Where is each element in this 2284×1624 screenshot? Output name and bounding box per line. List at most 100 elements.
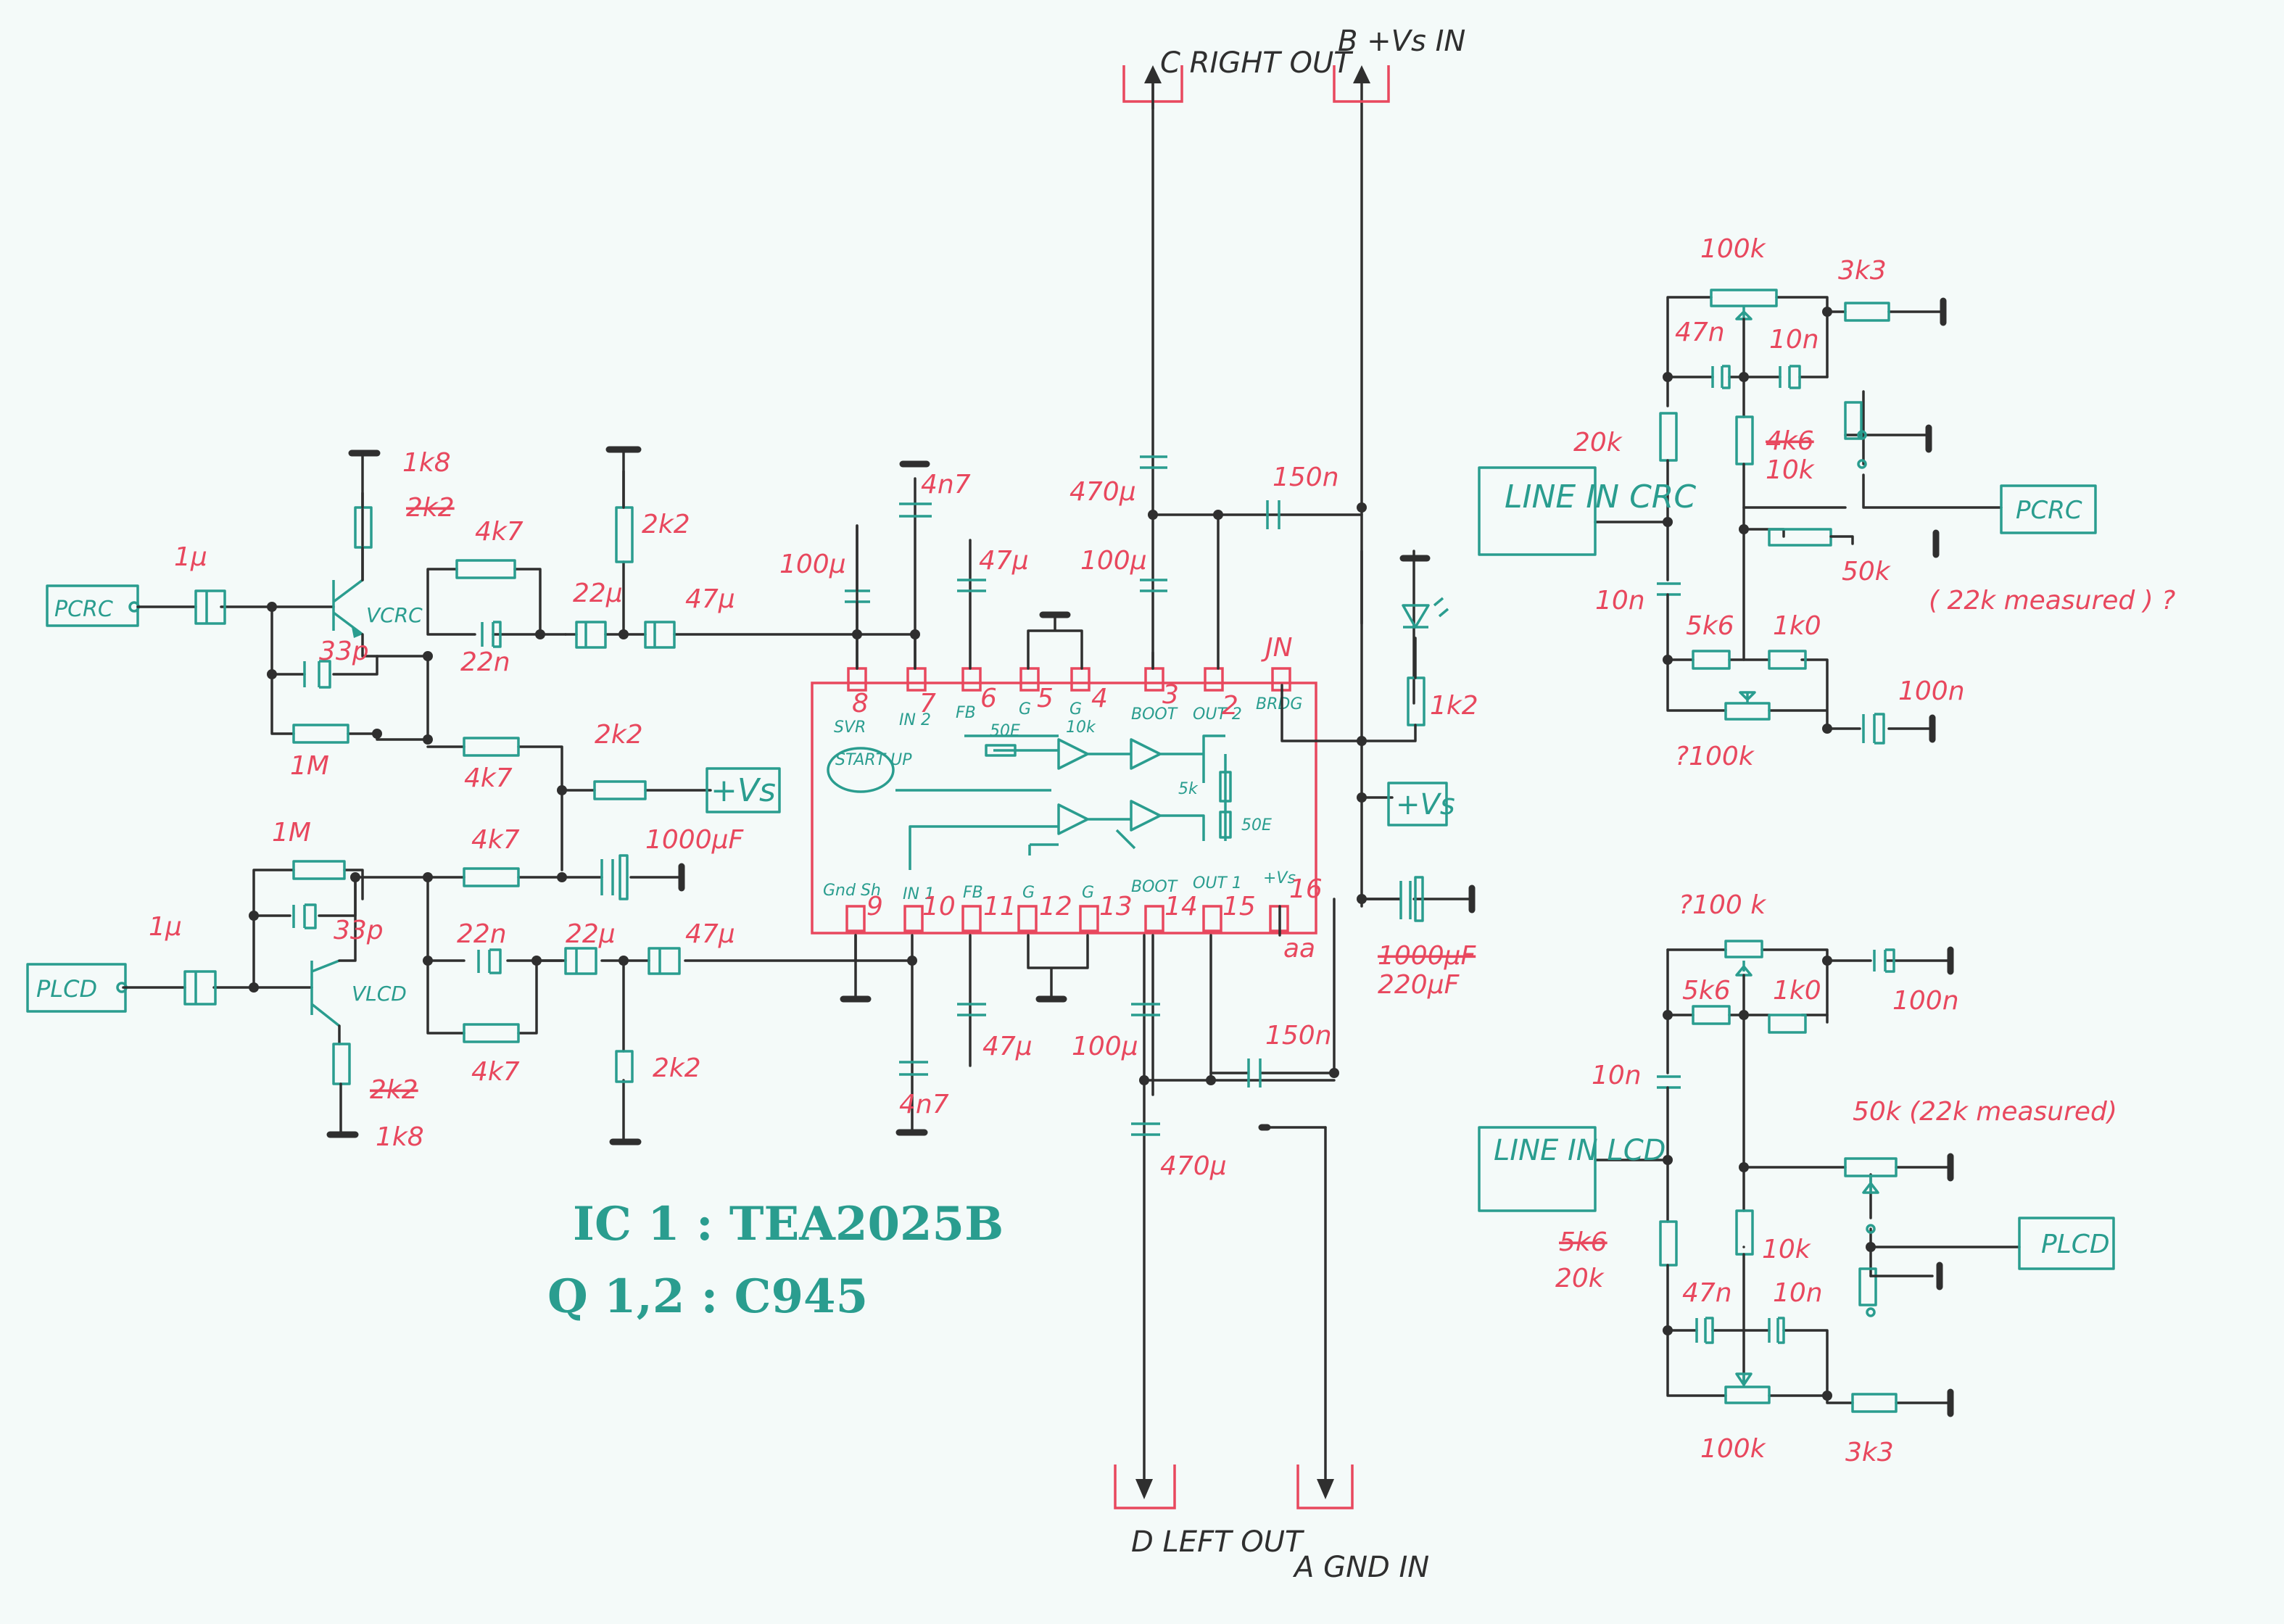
vs-label-left: +Vs (711, 772, 776, 809)
coupling-1u-left-label: 1µ (149, 912, 182, 942)
c-100n-left-label: 100n (1892, 986, 1959, 1016)
vs-box-right (1387, 782, 1448, 826)
bias-resistor-2k2-right (615, 506, 634, 563)
plcd-output-label[interactable]: PLCD (2041, 1230, 2110, 1259)
right-preamp (46, 446, 917, 871)
c47u-left-label: 47µ (685, 919, 735, 949)
transistor-right-label: VCRC (366, 603, 423, 627)
supply-resistor-2k2 (593, 780, 647, 800)
r2-left-label: 4k7 (471, 1057, 520, 1087)
pot-100k-top-right-label: 100k (1700, 234, 1767, 264)
collector-r-old-right: 2k2 (406, 493, 455, 523)
transistor-left-label: VLCD (352, 982, 407, 1006)
junction-dot (1213, 510, 1223, 520)
cap-47u-left (647, 947, 681, 975)
pin-num-10: 10 (922, 892, 956, 921)
line-in-lcd-label[interactable]: LINE IN LCD (1494, 1134, 1666, 1167)
tone-leads (1742, 506, 1847, 1248)
connector-b-label: B +Vs IN (1338, 25, 1465, 58)
plcd-input-label[interactable]: PLCD (36, 975, 97, 1003)
vs-box-left (706, 767, 781, 813)
line-in-crc-label[interactable]: LINE IN CRC (1505, 478, 1696, 515)
pot-100k-top-left (1724, 940, 1763, 958)
pin-label-in1: IN 1 (903, 885, 935, 903)
coupling-cap-1u-left (183, 970, 217, 1006)
pin-num-2: 2 (1222, 691, 1238, 721)
coupling4-right-label: 47µ (685, 584, 735, 614)
r-4k7-left-top (463, 867, 520, 887)
supply-cap-label: 1000µF (645, 825, 745, 855)
start-up-block (827, 747, 895, 793)
ic-internal-r-10k-label: 10k (1066, 718, 1096, 737)
ic-top-pins (847, 667, 1291, 692)
switch-left[interactable] (1858, 1267, 1877, 1306)
ic-title: IC 1 : TEA2025B (573, 1197, 1004, 1251)
pin-label-out2: OUT 2 (1193, 705, 1242, 724)
junction-dot (1139, 1075, 1149, 1085)
out-top-cap-label: 470µ (1069, 477, 1136, 507)
pin-label-fb-top: FB (956, 704, 976, 722)
main-cap-new-label: 220µF (1378, 970, 1460, 1000)
connector-a[interactable] (1296, 1464, 1354, 1509)
fb-top-cap-label: 47µ (979, 546, 1029, 576)
r-5k6-right-label: 5k6 (1686, 611, 1734, 641)
cap-22u-right (575, 621, 607, 649)
out-bot-cap-label: 470µ (1160, 1151, 1227, 1181)
c22n-left-label: 22n (457, 919, 507, 949)
in1-cap-label: 4n7 (899, 1090, 949, 1119)
snubber-top-label: 150n (1273, 463, 1339, 492)
connector-b[interactable] (1333, 65, 1390, 103)
measured-right-note: ( 22k measured ) ? (1929, 586, 2175, 616)
connector-a-label: A GND IN (1292, 1551, 1429, 1584)
vs-label-right: +Vs (1396, 788, 1455, 821)
pot-50k-left-label: 50k (22k measured) (1853, 1097, 2117, 1127)
junction-dot (1148, 510, 1158, 520)
feedback-r-right-label: 4k7 (475, 517, 524, 547)
line-in-crc-box[interactable] (1478, 466, 1597, 556)
ic-internal-r-5k-label: 5k (1178, 780, 1199, 798)
pin-label-g12: G (1022, 884, 1035, 902)
pin-label-g13: G (1082, 884, 1094, 902)
cap-22u-left (564, 947, 597, 975)
pin-num-8: 8 (852, 689, 869, 718)
pin-label-boot-top: BOOT (1131, 705, 1178, 724)
in2-cap-label: 4n7 (921, 470, 971, 500)
collector-r-old-left: 2k2 (370, 1075, 418, 1105)
line-in-lcd-box[interactable] (1478, 1126, 1597, 1212)
pin-label-out1: OUT 1 (1193, 874, 1242, 892)
r-4k7-left-bottom (463, 1023, 520, 1043)
r-10k-right-old-label: 4k6 (1766, 426, 1814, 456)
ic-internal-r-50e-b-label: 50E (1241, 816, 1272, 834)
feedback-resistor-4k7-right (455, 559, 516, 579)
plcd-output-box[interactable] (2018, 1217, 2115, 1270)
pin-label-gndsh: Gnd Sh (823, 882, 881, 900)
r-1k0-right (1768, 650, 1807, 670)
connector-c[interactable] (1122, 65, 1183, 110)
pot-100k-bottom-left (1724, 1385, 1771, 1404)
junction-dot (1206, 1075, 1216, 1085)
pcrc-output-label[interactable]: PCRC (2016, 496, 2082, 525)
r-1k0-left (1768, 1014, 1807, 1034)
pin-num-15: 15 (1222, 892, 1256, 921)
c-47n-left-label: 47n (1682, 1278, 1732, 1308)
pin-num-9: 9 (866, 892, 883, 921)
switch-right[interactable] (1844, 401, 1863, 440)
r-20k-right (1659, 412, 1678, 462)
pin-label-brdg: BRDG (1256, 695, 1302, 713)
main-cap-old-label: 1000µF (1378, 941, 1477, 971)
pin-16-label: aa (1283, 934, 1315, 964)
pin-num-3: 3 (1162, 680, 1179, 710)
transistor-title: Q 1,2 : C945 (547, 1269, 868, 1324)
start-up-label: START UP (835, 751, 912, 769)
r-20k-right-label: 20k (1573, 428, 1623, 457)
pot-bottom-right-label: ?100k (1675, 742, 1755, 771)
pcrc-input-label[interactable]: PCRC (54, 597, 113, 622)
pin-label-g5: G (1019, 700, 1031, 718)
coupling2-right-label: 22n (460, 647, 510, 677)
pin-num-6: 6 (980, 684, 997, 713)
pcrc-output-box[interactable] (2000, 484, 2097, 534)
c-10n-in-right-label: 10n (1595, 586, 1645, 616)
connector-d[interactable] (1114, 1464, 1176, 1509)
bias-r-right-label: 2k2 (642, 510, 690, 539)
r-5k6-right (1692, 650, 1731, 670)
